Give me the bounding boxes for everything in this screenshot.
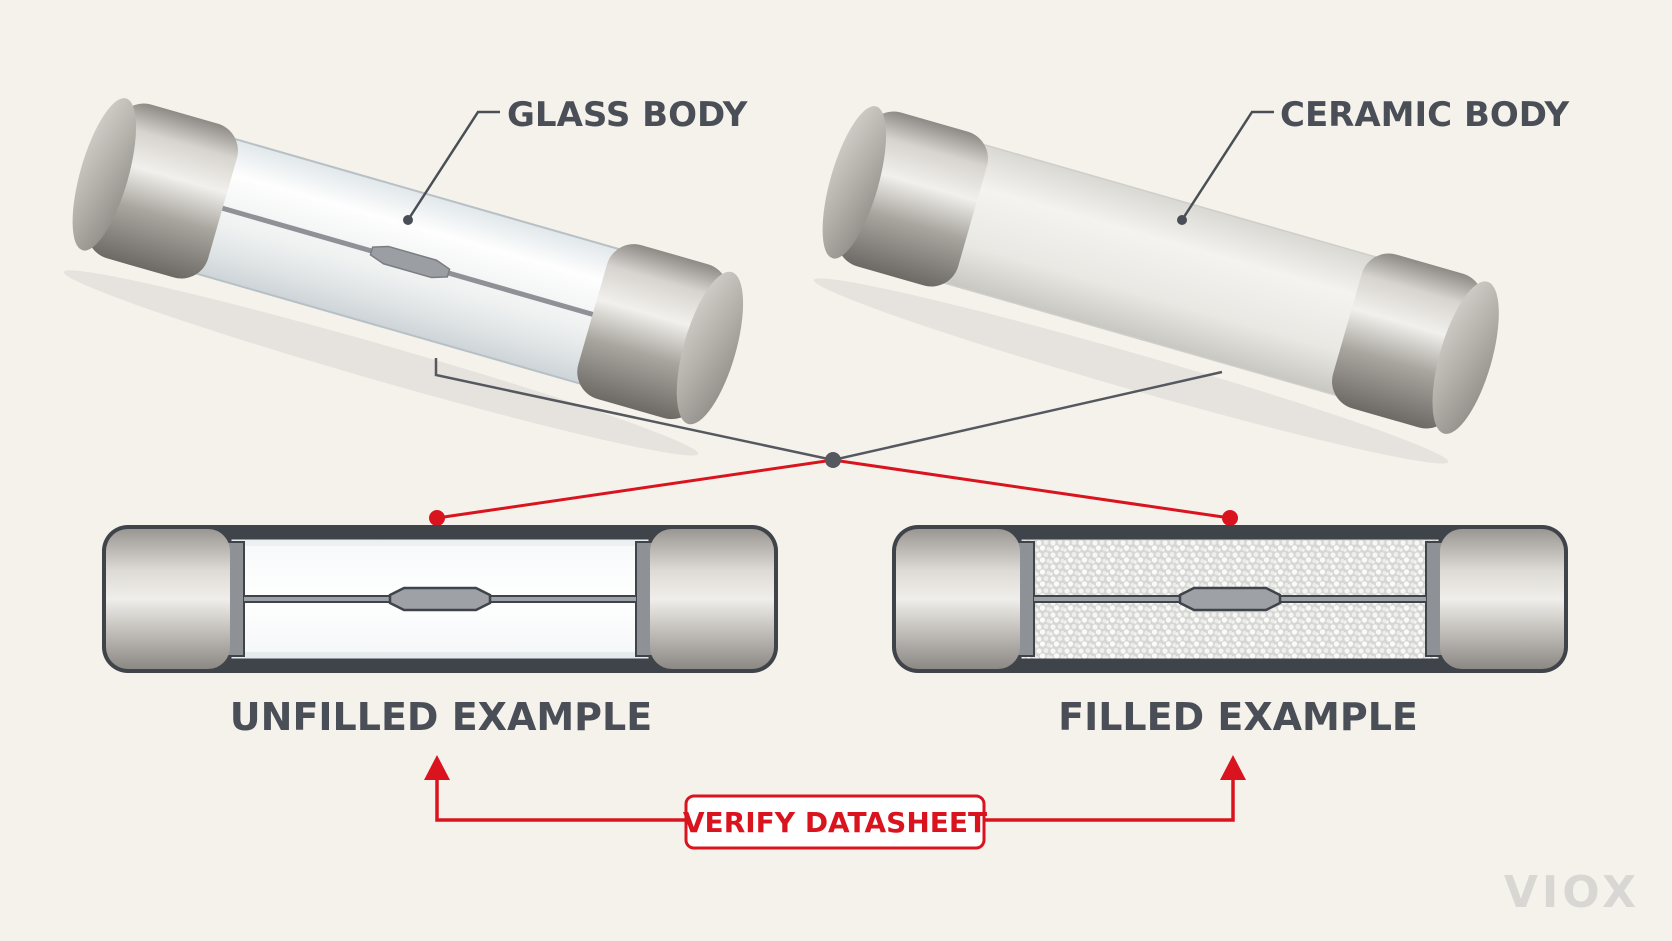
red-dot-left	[429, 510, 445, 526]
ceramic-body-callout: CERAMIC BODY	[1177, 95, 1570, 225]
glass-body-label: GLASS BODY	[507, 95, 748, 135]
crossing-connectors	[429, 358, 1238, 526]
ceramic-tube	[934, 142, 1386, 398]
filled-example-label: FILLED EXAMPLE	[1058, 695, 1418, 739]
filled-left-cap	[896, 529, 1020, 669]
unfilled-fuse-cutaway	[102, 525, 778, 673]
ceramic-fuse-photo	[813, 106, 1499, 464]
filled-fuse-cutaway	[892, 525, 1568, 673]
gray-cross-line	[434, 358, 1223, 462]
red-cross-line	[436, 458, 1231, 520]
red-dot-right	[1222, 510, 1238, 526]
filled-right-cap	[1440, 529, 1564, 669]
arrow-up-right	[1220, 755, 1246, 780]
ceramic-body-label: CERAMIC BODY	[1280, 95, 1570, 135]
verify-datasheet-arrows	[424, 755, 1246, 822]
arrow-up-left	[424, 755, 450, 780]
verify-datasheet-badge: VERIFY DATASHEET	[683, 794, 987, 850]
glass-body-callout: GLASS BODY	[403, 95, 748, 225]
glass-body-callout-dot	[403, 215, 413, 225]
cross-center-dot	[825, 452, 841, 468]
ceramic-body-callout-dot	[1177, 215, 1187, 225]
verify-datasheet-label: VERIFY DATASHEET	[683, 806, 987, 839]
fuse-element-neck	[369, 245, 451, 279]
unfilled-right-cap	[650, 529, 774, 669]
unfilled-left-cap	[106, 529, 230, 669]
viox-logo: VIOX	[1504, 867, 1640, 918]
unfilled-example-label: UNFILLED EXAMPLE	[230, 695, 652, 739]
glass-fuse-photo	[63, 98, 744, 456]
